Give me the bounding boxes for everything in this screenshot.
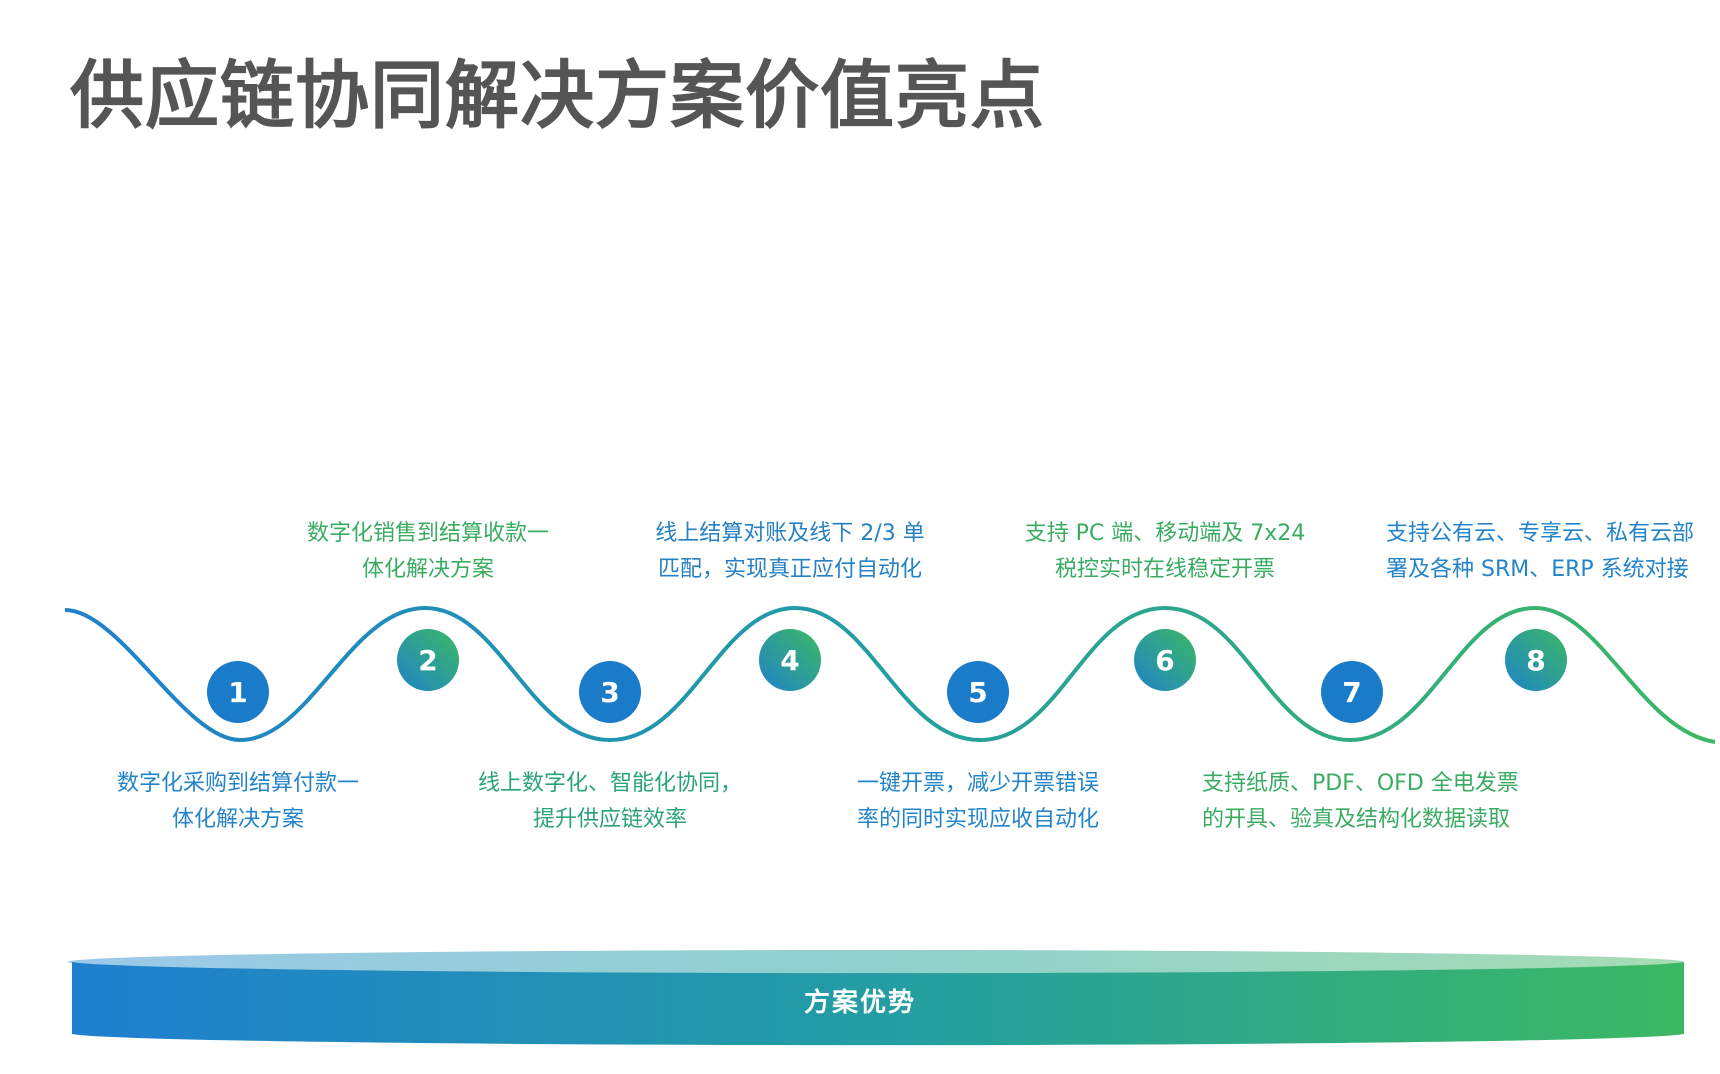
- step-description-line: 匹配，实现真正应付自动化: [657, 557, 922, 582]
- step-description-line: 率的同时实现应收自动化: [856, 807, 1099, 832]
- step-circle-1: [207, 661, 269, 723]
- step-circle-2: [397, 629, 459, 691]
- step-number-4: 4: [780, 644, 799, 677]
- step-description-8: 支持公有云、专享云、私有云部署及各种 SRM、ERP 系统对接: [1386, 516, 1695, 588]
- step-description-line: 支持纸质、PDF、OFD 全电发票: [1202, 771, 1519, 796]
- step-number-5: 5: [968, 676, 987, 709]
- step-number-3: 3: [600, 676, 619, 709]
- bar-top-rim: [68, 950, 1684, 974]
- footer-label: 方案优势: [803, 988, 916, 1018]
- step-description-2: 数字化销售到结算收款一体化解决方案: [278, 516, 578, 588]
- step-description-1: 数字化采购到结算付款一体化解决方案: [88, 766, 388, 838]
- step-description-3: 线上数字化、智能化协同， 提升供应链效率: [460, 766, 760, 838]
- step-description-line: 数字化销售到结算收款一: [306, 521, 549, 546]
- step-circle-7: [1321, 661, 1383, 723]
- step-description-line: 支持 PC 端、移动端及 7x24: [1024, 521, 1306, 546]
- step-description-6: 支持 PC 端、移动端及 7x24 税控实时在线稳定开票: [1015, 516, 1315, 588]
- step-description-line: 税控实时在线稳定开票: [1054, 557, 1275, 582]
- step-description-4: 线上结算对账及线下 2/3 单匹配，实现真正应付自动化: [640, 516, 940, 588]
- step-circle-8: [1505, 629, 1567, 691]
- step-description-line: 的开具、验真及结构化数据读取: [1202, 807, 1511, 832]
- step-description-line: 支持公有云、专享云、私有云部: [1386, 521, 1695, 546]
- step-description-7: 支持纸质、PDF、OFD 全电发票的开具、验真及结构化数据读取: [1202, 766, 1519, 838]
- step-circle-3: [579, 661, 641, 723]
- step-description-line: 一键开票，减少开票错误: [856, 771, 1099, 796]
- step-description-5: 一键开票，减少开票错误率的同时实现应收自动化: [828, 766, 1128, 838]
- footer-bar: [72, 962, 1684, 1046]
- wave-line: [64, 605, 1716, 744]
- step-description-line: 线上数字化、智能化协同，: [477, 771, 742, 796]
- step-circle-6: [1134, 629, 1196, 691]
- step-description-line: 提升供应链效率: [532, 807, 687, 832]
- step-description-line: 数字化采购到结算付款一: [116, 771, 359, 796]
- step-number-6: 6: [1155, 644, 1174, 677]
- step-circle-4: [759, 629, 821, 691]
- step-circle-5: [947, 661, 1009, 723]
- page-title: 供应链协同解决方案价值亮点: [70, 53, 1045, 139]
- step-description-line: 线上结算对账及线下 2/3 单: [655, 521, 925, 546]
- step-number-2: 2: [418, 644, 437, 677]
- step-number-1: 1: [228, 676, 247, 709]
- step-description-line: 体化解决方案: [171, 807, 304, 832]
- step-description-line: 体化解决方案: [361, 557, 494, 582]
- step-number-8: 8: [1526, 644, 1545, 677]
- step-number-7: 7: [1342, 676, 1361, 709]
- step-description-line: 署及各种 SRM、ERP 系统对接: [1386, 557, 1689, 582]
